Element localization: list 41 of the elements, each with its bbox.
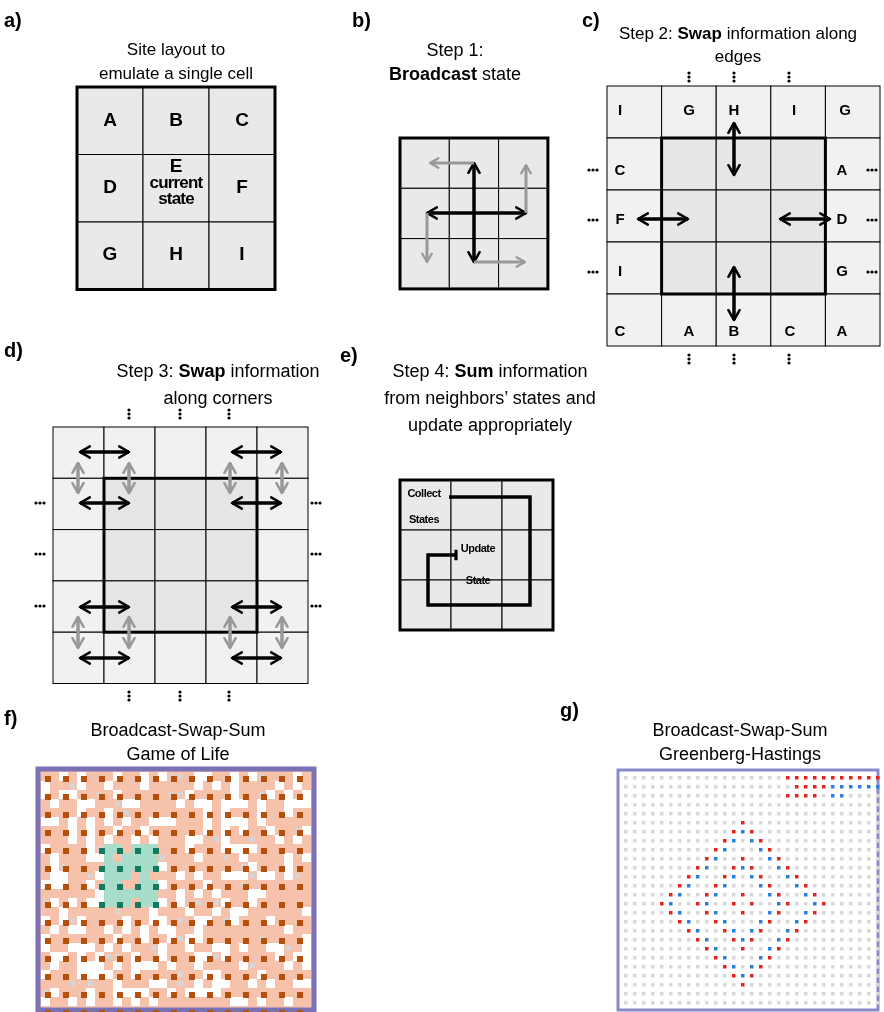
site-letter: A [102, 109, 118, 131]
panel-title: Step 3: Swap information along corners [115, 360, 321, 410]
panel-title: Broadcast-Swap-Sum Game of Life [89, 719, 267, 766]
panel-label: b) [352, 8, 372, 32]
site-letter: I [616, 101, 624, 119]
site-letter: H [727, 101, 741, 119]
panel-label: e) [340, 343, 359, 367]
site-letter: C [613, 161, 627, 179]
site-letter: E [168, 157, 184, 175]
site-letter: I [790, 101, 798, 119]
site-letter: A [835, 322, 849, 340]
site-letter: A [682, 322, 696, 340]
site-letter: B [727, 322, 741, 340]
site-letter: D [835, 210, 849, 228]
panel-title: Step 4: Sum information from neighbors’ states and update appropriately [383, 360, 597, 437]
site-letter: C [613, 322, 627, 340]
site-letter: G [838, 101, 852, 119]
connector-line [426, 495, 532, 607]
site-letter: A [835, 161, 849, 179]
panel-label: a) [4, 8, 23, 32]
panel-title: Site layout to emulate a single cell [98, 39, 254, 85]
site-letter: H [168, 243, 184, 265]
site-letter: I [616, 262, 624, 280]
panel-title: Broadcast-Swap-Sum Greenberg-Hastings [651, 719, 829, 766]
site-letter: F [235, 176, 249, 198]
panel-label: d) [4, 338, 24, 362]
panel-label: f) [4, 706, 19, 730]
site-letter: G [835, 262, 849, 280]
site-letter: G [101, 243, 119, 265]
site-letter: B [168, 109, 184, 131]
panel-label: c) [582, 8, 601, 32]
site-letter: F [614, 210, 626, 228]
panel-title: Step 2: Swap information along edges [618, 23, 858, 68]
site-letter: current state [148, 175, 204, 207]
site-letter: D [102, 176, 118, 198]
site-letter: C [234, 109, 250, 131]
panel-title: Step 1: Broadcast state [387, 39, 523, 86]
panel-label: g) [560, 698, 580, 722]
site-letter: G [682, 101, 696, 119]
site-letter: C [783, 322, 797, 340]
site-letter: I [238, 243, 246, 265]
